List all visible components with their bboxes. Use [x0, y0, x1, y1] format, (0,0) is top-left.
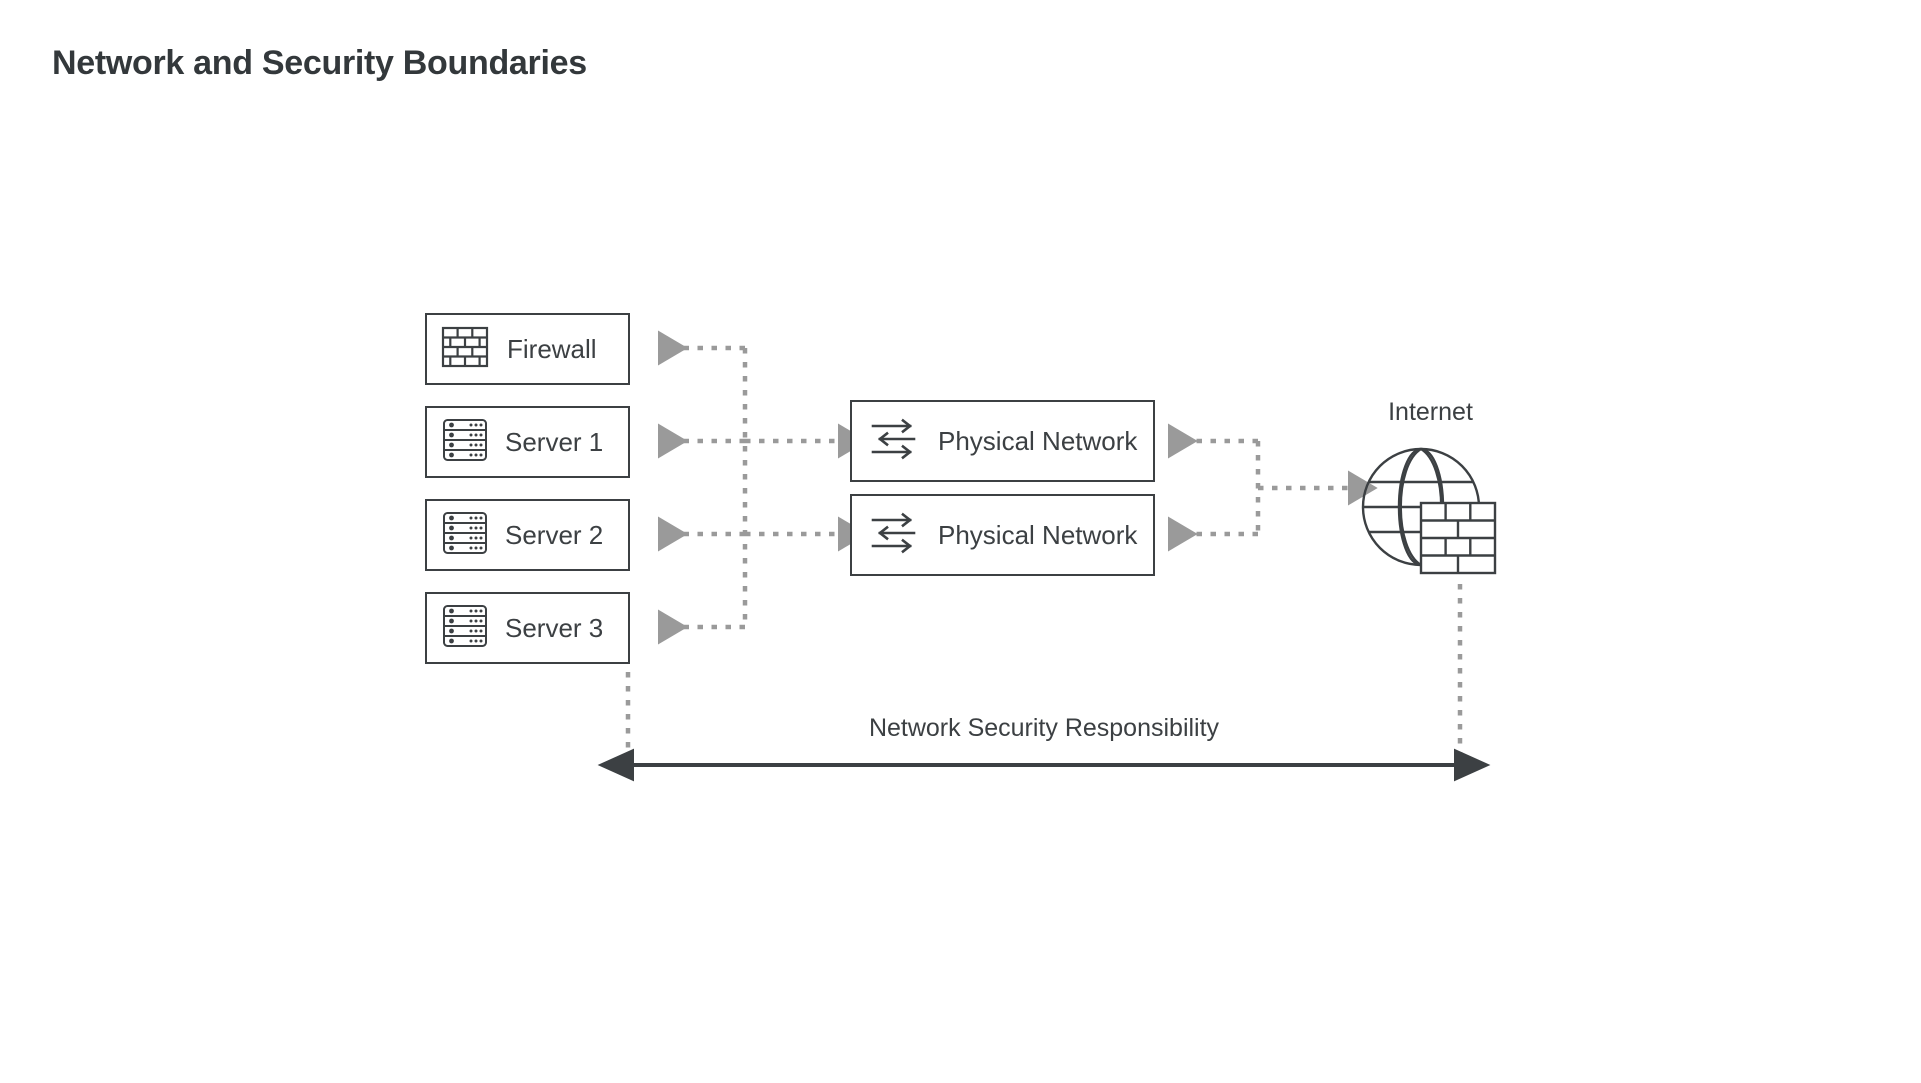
server-rack-icon [441, 601, 489, 656]
node-server-1[interactable]: Server 1 [425, 406, 630, 478]
node-server-2-label: Server 2 [505, 519, 604, 550]
node-server-1-label: Server 1 [505, 426, 604, 457]
globe-firewall-icon [1361, 447, 1497, 575]
network-arrows-icon [868, 415, 920, 468]
node-server-3[interactable]: Server 3 [425, 592, 630, 664]
node-physical-network-1-label: Physical Network [938, 425, 1138, 456]
node-physical-network-1[interactable]: Physical Network [850, 400, 1155, 482]
firewall-brick-icon [439, 322, 491, 377]
node-physical-network-2-label: Physical Network [938, 519, 1138, 550]
node-firewall[interactable]: Firewall [425, 313, 630, 385]
server-rack-icon [441, 508, 489, 563]
page-title: Network and Security Boundaries [52, 44, 587, 82]
node-server-3-label: Server 3 [505, 612, 604, 643]
node-server-2[interactable]: Server 2 [425, 499, 630, 571]
node-internet-label: Internet [1388, 398, 1473, 426]
node-internet[interactable] [1358, 437, 1503, 579]
network-arrows-icon [868, 509, 920, 562]
responsibility-span-label: Network Security Responsibility [868, 714, 1220, 742]
node-firewall-label: Firewall [507, 333, 597, 364]
node-physical-network-2[interactable]: Physical Network [850, 494, 1155, 576]
server-rack-icon [441, 415, 489, 470]
